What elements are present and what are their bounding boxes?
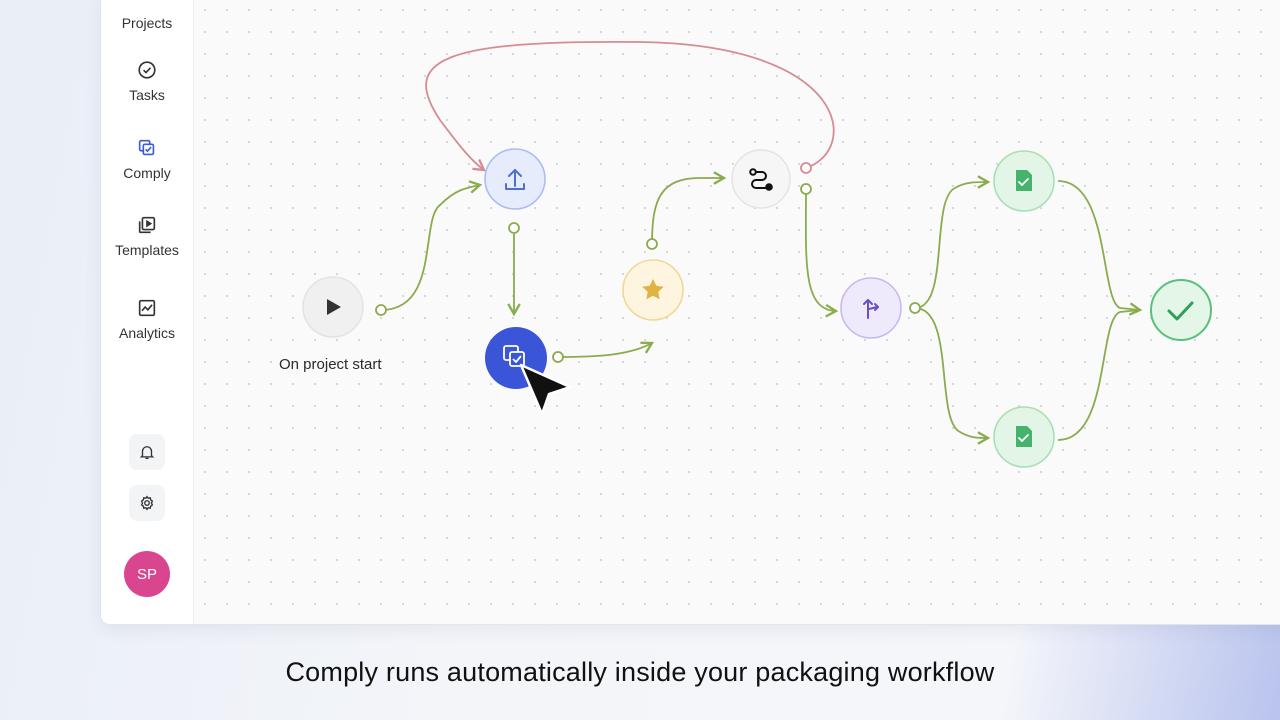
done-node[interactable] xyxy=(1150,279,1212,341)
checkmark-icon xyxy=(1167,301,1194,321)
edge-doc1-done xyxy=(1057,180,1143,316)
port-upload-out xyxy=(508,222,520,234)
workflow-graph xyxy=(302,40,1212,468)
edge-comply-review xyxy=(557,341,655,358)
doc-approval-node-1[interactable] xyxy=(993,150,1055,212)
split-node[interactable] xyxy=(840,277,902,339)
loop-edge xyxy=(425,40,835,172)
comply-icon xyxy=(503,345,525,367)
star-icon xyxy=(642,279,664,300)
sidebar-item-analytics[interactable]: Analytics xyxy=(101,297,193,341)
sidebar-item-label: Analytics xyxy=(118,325,176,341)
start-node[interactable] xyxy=(302,276,364,338)
sidebar-item-label: Tasks xyxy=(129,87,165,103)
doc-check-icon xyxy=(1016,170,1032,191)
route-icon xyxy=(749,168,773,191)
avatar-initials: SP xyxy=(136,565,157,583)
gear-icon xyxy=(140,495,154,511)
upload-node[interactable] xyxy=(484,148,546,210)
settings-button[interactable] xyxy=(129,485,165,521)
port-route-loop xyxy=(800,162,812,174)
edge-doc2-done xyxy=(1057,309,1141,441)
sidebar-item-tasks[interactable]: Tasks xyxy=(101,59,193,103)
upload-icon xyxy=(505,169,525,190)
port-split-out xyxy=(909,302,921,314)
workflow-canvas[interactable] xyxy=(194,0,1280,624)
comply-icon xyxy=(138,139,155,156)
doc-approval-node-2[interactable] xyxy=(993,406,1055,468)
caption: Comply runs automatically inside your pa… xyxy=(285,657,995,687)
sidebar-item-label: Comply xyxy=(123,165,171,181)
edge-split-doc2 xyxy=(914,307,991,445)
edge-start-upload xyxy=(380,180,483,311)
play-icon xyxy=(327,299,341,315)
start-node-label: On project start xyxy=(279,356,382,373)
port-review-out xyxy=(646,238,658,250)
templates-icon xyxy=(138,216,156,234)
bell-icon xyxy=(139,446,155,460)
sidebar-item-label: Projects xyxy=(121,15,173,31)
edge-split-doc1 xyxy=(914,175,991,309)
port-start-out xyxy=(375,304,387,316)
port-route-out xyxy=(800,183,812,195)
edge-review-route xyxy=(651,171,727,245)
edge-route-split xyxy=(804,188,839,318)
split-icon xyxy=(863,299,879,319)
sidebar-item-projects[interactable]: Projects xyxy=(101,15,193,31)
analytics-icon xyxy=(138,299,156,317)
notifications-button[interactable] xyxy=(129,434,165,470)
port-comply-out xyxy=(552,351,564,363)
doc-check-icon xyxy=(1016,426,1032,447)
app-window: Projects Tasks Comply Templates Analytic… xyxy=(100,0,1280,625)
check-circle-icon xyxy=(138,61,156,79)
route-node[interactable] xyxy=(731,149,791,209)
mouse-cursor-icon xyxy=(519,363,572,416)
sidebar-item-comply[interactable]: Comply xyxy=(101,137,193,181)
review-node[interactable] xyxy=(622,259,684,321)
sidebar-item-label: Templates xyxy=(115,242,179,258)
avatar[interactable]: SP xyxy=(124,551,170,597)
sidebar: Projects Tasks Comply Templates Analytic… xyxy=(101,0,194,624)
sidebar-item-templates[interactable]: Templates xyxy=(101,214,193,258)
